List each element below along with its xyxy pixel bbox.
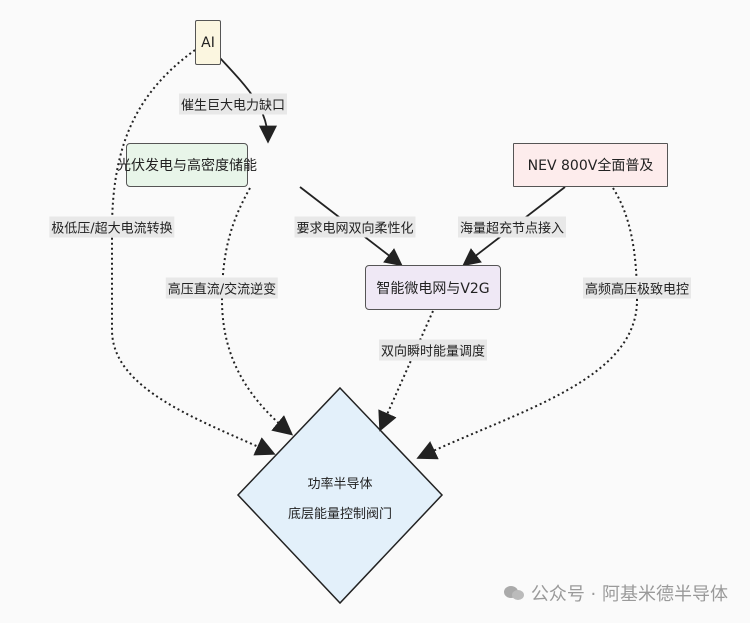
node-ai: AI bbox=[195, 20, 221, 65]
core-label-line2: 底层能量控制阀门 bbox=[287, 507, 392, 522]
node-pv: 光伏发电与高密度储能 bbox=[117, 143, 257, 187]
core-diamond-shape bbox=[236, 386, 444, 605]
node-v2g: 智能微电网与V2G bbox=[365, 265, 501, 310]
edge-pv-core bbox=[220, 187, 294, 436]
edge-label-ai-core: 极低压/超大电流转换 bbox=[49, 216, 175, 238]
edge-label-pv-core: 高压直流/交流逆变 bbox=[165, 277, 279, 299]
edge-label-pv-v2g: 要求电网双向柔性化 bbox=[294, 216, 416, 238]
edge-nev-core bbox=[416, 187, 639, 460]
edge-v2g-core bbox=[378, 310, 434, 432]
edge-label-nev-v2g: 海量超充节点接入 bbox=[457, 216, 567, 238]
node-v2g-label: 智能微电网与V2G bbox=[376, 280, 490, 297]
edge-label-v2g-core: 双向瞬时能量调度 bbox=[378, 339, 488, 361]
node-ai-label: AI bbox=[201, 34, 215, 51]
node-nev-label: NEV 800V全面普及 bbox=[527, 158, 654, 174]
edge-label-ai-pv: 催生巨大电力缺口 bbox=[178, 93, 288, 115]
core-label-line1: 功率半导体 bbox=[307, 477, 373, 492]
node-nev: NEV 800V全面普及 bbox=[513, 143, 668, 187]
watermark-text: 公众号 · 阿基米德半导体 bbox=[530, 584, 728, 605]
wechat-icon bbox=[503, 586, 524, 600]
node-pv-label: 光伏发电与高密度储能 bbox=[117, 158, 257, 174]
edge-label-nev-core: 高频高压极致电控 bbox=[582, 277, 692, 299]
watermark: 公众号 · 阿基米德半导体 bbox=[503, 580, 728, 606]
